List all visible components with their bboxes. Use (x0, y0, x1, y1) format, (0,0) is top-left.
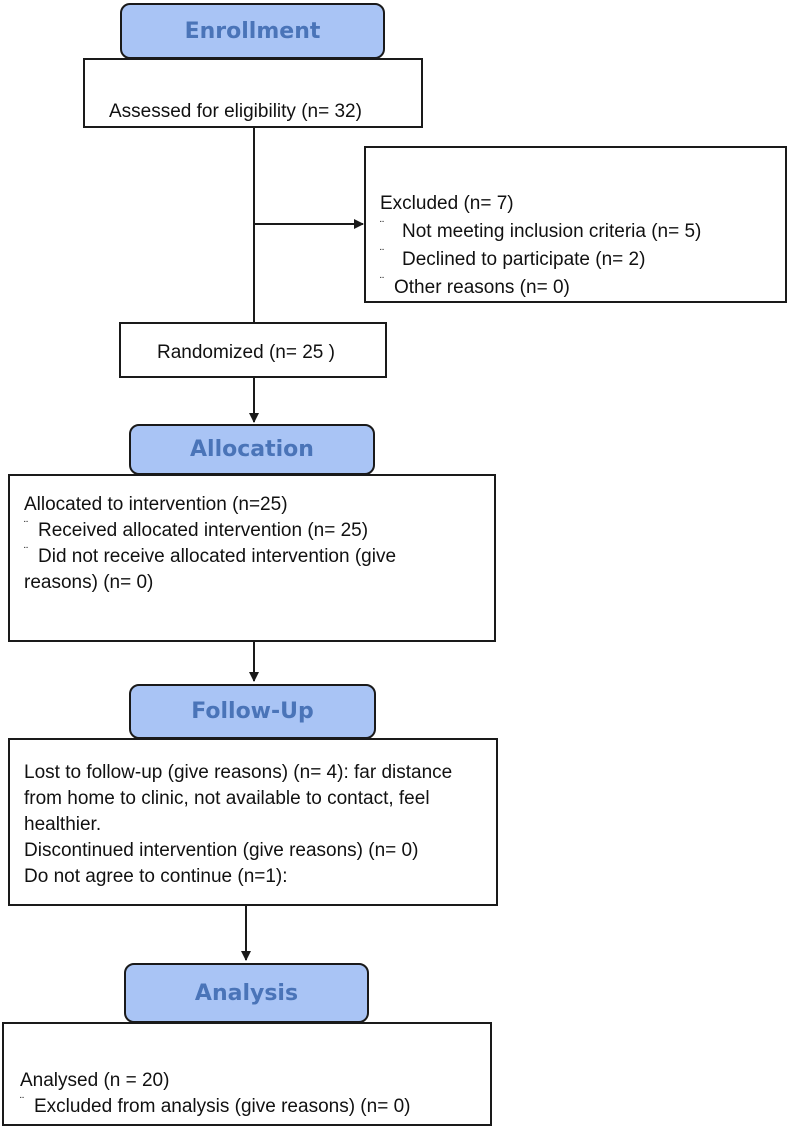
bullet-icon: ¨ (380, 246, 384, 260)
bullet-icon: ¨ (20, 1094, 24, 1108)
stage-allocation: Allocation (129, 424, 375, 475)
stage-analysis-label: Analysis (194, 980, 299, 1006)
followup-discontinued: Discontinued intervention (give reasons)… (24, 840, 419, 861)
excluded-title: Excluded (n= 7) (380, 193, 514, 214)
analysed-title: Analysed (n = 20) (20, 1070, 170, 1091)
stage-analysis: Analysis (124, 963, 369, 1023)
stage-enrollment-label: Enrollment (184, 18, 321, 44)
stage-follow-up-label: Follow-Up (191, 699, 314, 724)
bullet-icon: ¨ (380, 218, 384, 232)
allocated-title: Allocated to intervention (n=25) (24, 494, 288, 515)
analysed-item: ¨Excluded from analysis (give reasons) (… (20, 1094, 411, 1117)
allocated-item: ¨Received allocated intervention (n= 25) (24, 518, 369, 541)
stage-allocation-label: Allocation (190, 437, 314, 462)
followup-not-continue: Do not agree to continue (n=1): (24, 866, 288, 887)
excluded-item: ¨Not meeting inclusion criteria (n= 5) (380, 218, 702, 242)
followup-box: Lost to follow-up (give reasons) (n= 4):… (8, 738, 498, 906)
bullet-icon: ¨ (24, 518, 28, 532)
stage-enrollment: Enrollment (120, 3, 385, 59)
bullet-icon: ¨ (24, 544, 28, 558)
excluded-box: Excluded (n= 7) ¨Not meeting inclusion c… (364, 146, 787, 303)
followup-lost: Lost to follow-up (give reasons) (n= 4):… (24, 762, 453, 835)
randomized-box: Randomized (n= 25 ) (119, 322, 387, 378)
excluded-item: ¨Declined to participate (n= 2) (380, 246, 646, 270)
stage-follow-up: Follow-Up (129, 684, 376, 739)
bullet-icon: ¨ (380, 274, 384, 288)
allocated-item: ¨Did not receive allocated intervention … (24, 544, 397, 593)
randomized-text: Randomized (n= 25 ) (157, 342, 335, 363)
excluded-item: ¨Other reasons (n= 0) (380, 274, 570, 298)
assessed-box: Assessed for eligibility (n= 32) (83, 58, 423, 128)
analysed-box: Analysed (n = 20) ¨Excluded from analysi… (2, 1022, 492, 1126)
allocated-box: Allocated to intervention (n=25) ¨Receiv… (8, 474, 496, 642)
assessed-text: Assessed for eligibility (n= 32) (109, 101, 362, 122)
